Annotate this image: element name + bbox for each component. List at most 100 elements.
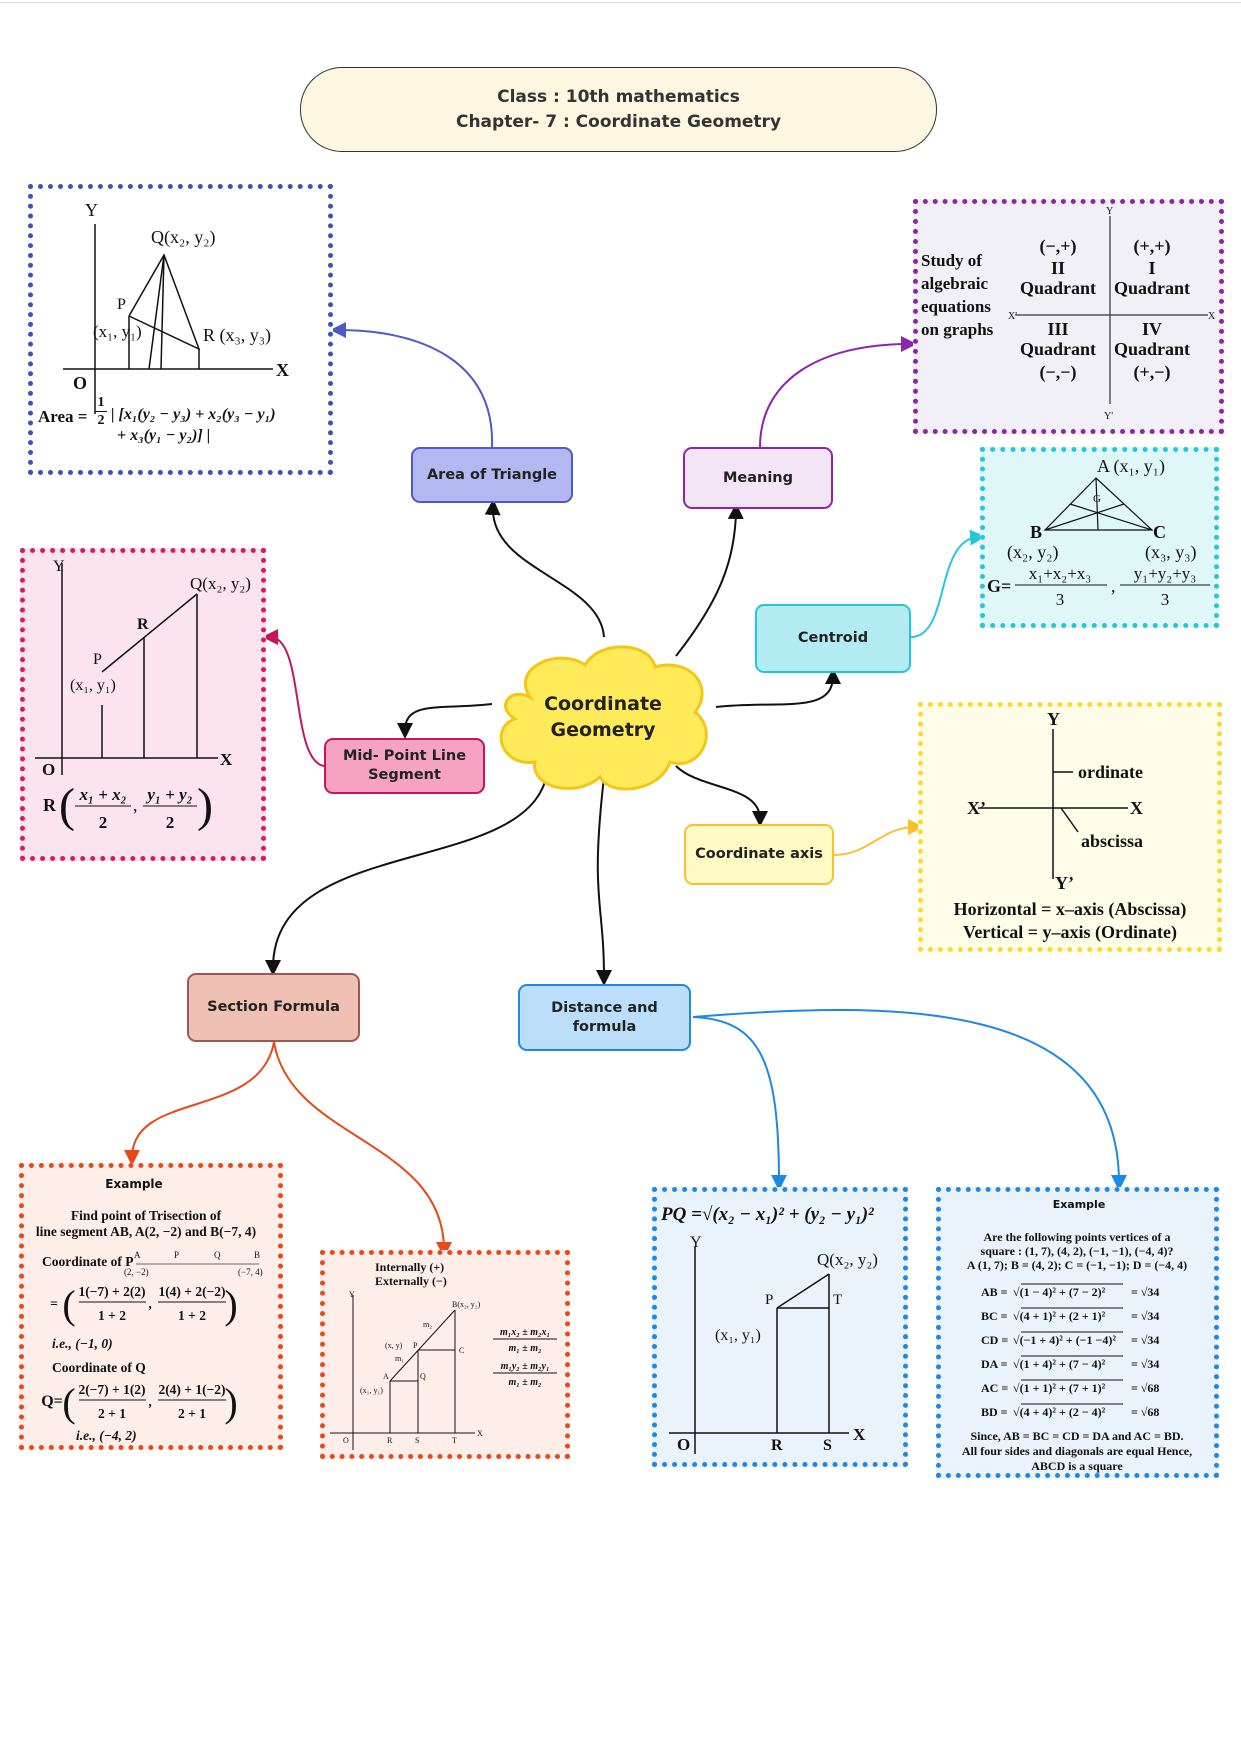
section-q-xnum: 2(−7) + 1(2) (78, 1382, 145, 1397)
area-y-label: Y (85, 200, 98, 220)
area-p-coord: (x₁, y₁) (93, 322, 142, 341)
internal-o: O (343, 1436, 349, 1445)
meaning-y: Y (1106, 206, 1113, 217)
distance-y: Y (690, 1234, 702, 1251)
node-area-of-triangle[interactable]: Area of Triangle (411, 447, 573, 503)
section-p-paren-r: ) (224, 1282, 237, 1327)
internal-fy-num: m₁y₂ ± m₂y₁ (501, 1361, 550, 1372)
area-origin-label: O (73, 373, 87, 393)
distance-conclusion-2: All four sides and diagonals are equal H… (962, 1444, 1192, 1458)
section-q-paren-l: ( (62, 1380, 75, 1425)
q2-label: Quadrant (1020, 278, 1096, 298)
q4-sign: (+,−) (1133, 362, 1170, 383)
section-q-result: i.e., (−4, 2) (76, 1428, 137, 1443)
q3-sign: (−,−) (1039, 362, 1076, 383)
distance-row-label: DA = (981, 1357, 1008, 1371)
internal-a-coord: (x₁, y₁) (360, 1386, 383, 1395)
section-q1: Find point of Trisection of (71, 1208, 222, 1223)
node-meaning[interactable]: Meaning (683, 447, 833, 509)
node-coordinate-axis[interactable]: Coordinate axis (684, 824, 834, 885)
axis-ordinate: ordinate (1078, 762, 1143, 782)
mid-y: Y (53, 558, 65, 575)
internal-c: C (459, 1346, 464, 1355)
distance-conclusion-1: Since, AB = BC = CD = DA and AC = BD. (970, 1429, 1183, 1443)
distance-row-result: = √68 (1131, 1381, 1159, 1395)
node-centroid[interactable]: Centroid (755, 604, 911, 673)
seg-b-coord: (−7, 4) (238, 1267, 263, 1277)
distance-row-label: CD = (981, 1333, 1008, 1347)
section-p-comma: , (148, 1296, 151, 1311)
distance-row-result: = √34 (1131, 1333, 1159, 1347)
node-distance-formula[interactable]: Distance and formula (518, 984, 691, 1051)
page-title: Class : 10th mathematics Chapter- 7 : Co… (300, 67, 937, 152)
section-p-paren-l: ( (62, 1282, 75, 1327)
area-formula-prefix: Area = (38, 407, 88, 426)
q2-number: II (1051, 258, 1065, 278)
internal-p: P (413, 1341, 418, 1350)
section-coord-p: Coordinate of P (42, 1254, 134, 1269)
internal-q: Q (420, 1372, 426, 1381)
distance-q1: Are the following points vertices of a (983, 1230, 1170, 1244)
quadrant-diagram: Y Y' X' X (−,+) II Quadrant (+,+) I Quad… (1008, 206, 1216, 422)
axis-horizontal: Horizontal = x–axis (Abscissa) (954, 899, 1187, 920)
q3-label: Quadrant (1020, 339, 1096, 359)
connector-center-section (265, 765, 549, 976)
internal-x: X (477, 1429, 483, 1438)
section-coord-q: Coordinate of Q (52, 1360, 146, 1375)
mid-x: X (220, 750, 233, 769)
section-p-xnum: 1(−7) + 2(2) (78, 1284, 145, 1299)
connector-meaning-box (759, 336, 917, 448)
area-diagram: Y X O Q(x₂, y₂) P (x₁, y₁) R (x₃, y₃) (63, 200, 289, 414)
section-q-yden: 2 + 1 (178, 1406, 206, 1421)
section-q-xden: 2 + 1 (98, 1406, 126, 1421)
distance-example-box: Example Are the following points vertice… (936, 1187, 1219, 1478)
distance-p: P (765, 1292, 773, 1308)
distance-row-expression: √(1 + 1)² + (7 + 1)² (1013, 1381, 1106, 1395)
mid-p-coord: (x₁, y₁) (70, 677, 116, 694)
internal-s: S (415, 1436, 419, 1445)
section-p-eq: = (50, 1296, 58, 1311)
connector-area-box (330, 322, 494, 448)
q4-label: Quadrant (1114, 339, 1190, 359)
centroid-diagram: A (x₁, y₁) B C G (x₂, y₂) (x₃, y₃) G= x₁… (987, 456, 1210, 609)
centroid-g-eq: G= (987, 576, 1011, 596)
mid-x-den: 2 (99, 813, 108, 832)
distance-r: R (771, 1437, 783, 1454)
axis-x: X (1130, 798, 1143, 818)
distance-row-result: = √34 (1131, 1357, 1159, 1371)
area-x-label: X (276, 360, 289, 380)
distance-q: Q(x₂, y₂) (817, 1250, 878, 1269)
distance-row-result: = √68 (1131, 1405, 1159, 1419)
external-label: Externally (−) (375, 1274, 447, 1288)
mid-y-den: 2 (166, 813, 175, 832)
area-formula-line1: | [x₁(y₂ − y₃) + x₂(y₃ − y₁) (111, 406, 276, 423)
cloud-shape (499, 645, 708, 791)
mid-y-num: y₁ + y₂ (145, 785, 192, 804)
connector-distance-graph (692, 1016, 787, 1191)
section-q-paren-r: ) (224, 1380, 237, 1425)
connector-centroid-box (910, 529, 986, 638)
mid-paren-right: ) (197, 779, 213, 832)
distance-graph-box: PQ =√(x₂ − x₁)² + (y₂ − y₁)² Y X O Q(x₂,… (652, 1187, 908, 1467)
mid-q: Q(x₂, y₂) (190, 574, 251, 593)
axis-y: Y (1047, 709, 1060, 729)
distance-row-label: AB = (981, 1285, 1008, 1299)
meaning-text-1: Study of (921, 251, 982, 270)
connector-section-internal (273, 1041, 452, 1258)
distance-q2: square : (1, 7), (4, 2), (−1, −1), (−4, … (981, 1244, 1174, 1258)
distance-row-label: AC = (981, 1381, 1008, 1395)
node-section-formula[interactable]: Section Formula (187, 973, 360, 1042)
mid-r: R (137, 616, 149, 633)
centroid-a: A (x₁, y₁) (1097, 456, 1165, 477)
centroid-b: B (1030, 522, 1042, 542)
centroid-y-num: y₁+y₂+y₃ (1134, 564, 1197, 583)
midpoint-label-2: Segment (368, 767, 441, 783)
meaning-x: X (1208, 311, 1216, 322)
axis-diagram: Y ordinate X’ X abscissa Y’ Horizontal =… (954, 709, 1187, 943)
seg-a: A (134, 1250, 141, 1260)
distance-o: O (677, 1435, 690, 1454)
distance-q3: A (1, 7); B = (4, 2); C = (−1, −1); D = … (967, 1258, 1187, 1272)
